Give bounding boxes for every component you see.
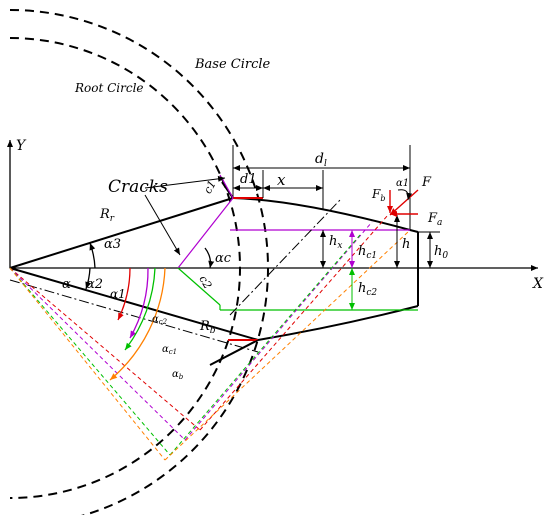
cracks-pointers <box>144 175 226 256</box>
alpha-c-label: αc <box>215 251 232 266</box>
angle-rays <box>9 214 409 461</box>
rr-label: Rr <box>99 207 115 224</box>
d1-label: d1 <box>240 172 257 187</box>
height-markers <box>320 215 440 310</box>
base-circle-label: Base Circle <box>194 57 271 72</box>
green-crack-path <box>177 267 418 311</box>
tangent-line <box>229 199 341 316</box>
c1-label: c1 <box>201 178 219 196</box>
x-dim-label: x <box>277 171 286 189</box>
Fb-label: Fb <box>371 187 385 203</box>
Fa-label: Fa <box>427 211 442 228</box>
rb-label: Rb <box>199 319 216 336</box>
h-label: h <box>402 237 410 252</box>
F-label: F <box>421 175 432 190</box>
hc2-label: hc2 <box>358 281 377 298</box>
alpha-c1-label: αc1 <box>162 344 177 356</box>
hx-label: hx <box>329 234 342 251</box>
cracks-label: Cracks <box>108 177 168 197</box>
alpha3-label: α3 <box>104 237 121 252</box>
y-axis-label: Y <box>16 138 27 154</box>
tooth-center-line <box>9 279 259 353</box>
h0-label: h0 <box>434 244 448 261</box>
root-circle-label: Root Circle <box>74 81 144 95</box>
c2-label: c2 <box>196 273 214 291</box>
hc1-label: hc1 <box>358 244 377 261</box>
tooth-outline <box>9 181 419 366</box>
force-arrows <box>387 189 419 217</box>
x-axis-label: X <box>532 276 544 292</box>
angle-arcs <box>85 242 215 381</box>
alpha1-label: α1 <box>110 287 126 301</box>
top-dimensions <box>232 145 411 230</box>
alpha2-label: α2 <box>86 277 103 292</box>
alpha-label: α <box>62 277 71 292</box>
dl-label: dl <box>315 151 327 169</box>
alpha-b-label: αb <box>172 369 184 381</box>
alpha1-force-label: α1 <box>396 178 409 189</box>
alpha-c2-label: αc2 <box>152 314 168 326</box>
